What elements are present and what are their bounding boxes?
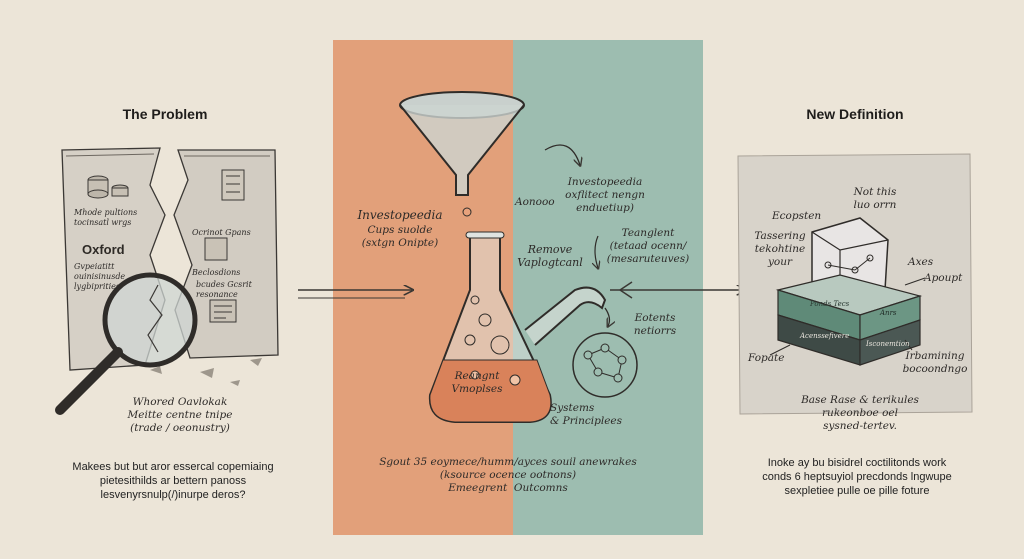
definition-caption: Inoke ay bu bisidrel coctilitonds work c…	[762, 457, 952, 497]
magnifier-caption: Whored Oavlokak Meitte centne tnipe (tra…	[127, 396, 233, 434]
ecopsten-label: Ecopsten	[772, 210, 822, 222]
definition-panel	[737, 153, 973, 415]
book-text-4: Beclosdions	[192, 268, 241, 277]
base-caption: Base Rase & terikules rukeonboe oel sysn…	[801, 394, 919, 432]
remove-label: Remove Vaplogtcanl	[517, 243, 583, 269]
book-text-5: bcudes Gcsrit resonance	[196, 280, 252, 299]
layer-mid-label: Acenssefivere	[800, 332, 850, 340]
flask-label: Reangnt Vmoplses	[451, 370, 503, 395]
teanglent-label: Teanglent (tetaad ocenn/ (mesaruteuves)	[606, 227, 690, 265]
book-label-oxford: Oxford	[82, 242, 125, 257]
process-bottom-text: Sgout 35 eoymece/humm/ayces souil anewra…	[379, 456, 637, 494]
axes-label: Axes	[908, 256, 934, 268]
eotents-label: Eotents netiorrs	[633, 312, 677, 337]
torn-book	[61, 147, 279, 386]
layer-mid-right-label: Isconemtion	[866, 340, 910, 348]
book-text-1: Mhode pultions tocinsatl wrgs	[74, 208, 138, 227]
layer-top-label: Ponds Tecs	[810, 300, 850, 308]
irbamining-label: Irbamining bocoondngo	[902, 350, 968, 375]
apoupt-label: Apoupt	[924, 272, 963, 284]
center-band-right	[513, 40, 703, 535]
tassering-label: Tassering tekohtine your	[754, 230, 806, 268]
flask-icon	[428, 231, 610, 423]
not-this-label: Not this luo orrn	[853, 186, 897, 211]
magnifying-glass-icon	[55, 272, 198, 415]
book-text-2: Gvpeiatitt ouinisinusde lygbiprities	[74, 262, 126, 291]
funnel-icon	[399, 91, 525, 217]
problem-caption: Makees but but aror essercal copemiaing …	[72, 461, 274, 501]
network-icon	[572, 332, 638, 398]
fopate-label: Fopate	[748, 352, 785, 364]
layer-top-right-label: Anrs	[880, 309, 897, 317]
investopedia-label-left: Investopeedia	[357, 208, 443, 222]
problem-heading: The Problem	[122, 106, 208, 122]
book-text-3: Ocrinot Gpans	[192, 228, 251, 237]
systems-label: Systems & Principlees	[550, 402, 623, 427]
investopedia-sub-left: Cups suolde (sxtgn Onipte)	[361, 224, 439, 249]
investopedia-label-right: Investopeedia oxflitect nengn enduetiup)	[565, 176, 645, 214]
definition-heading: New Definition	[806, 106, 904, 122]
aonooo-label: Aonooo	[515, 196, 555, 208]
